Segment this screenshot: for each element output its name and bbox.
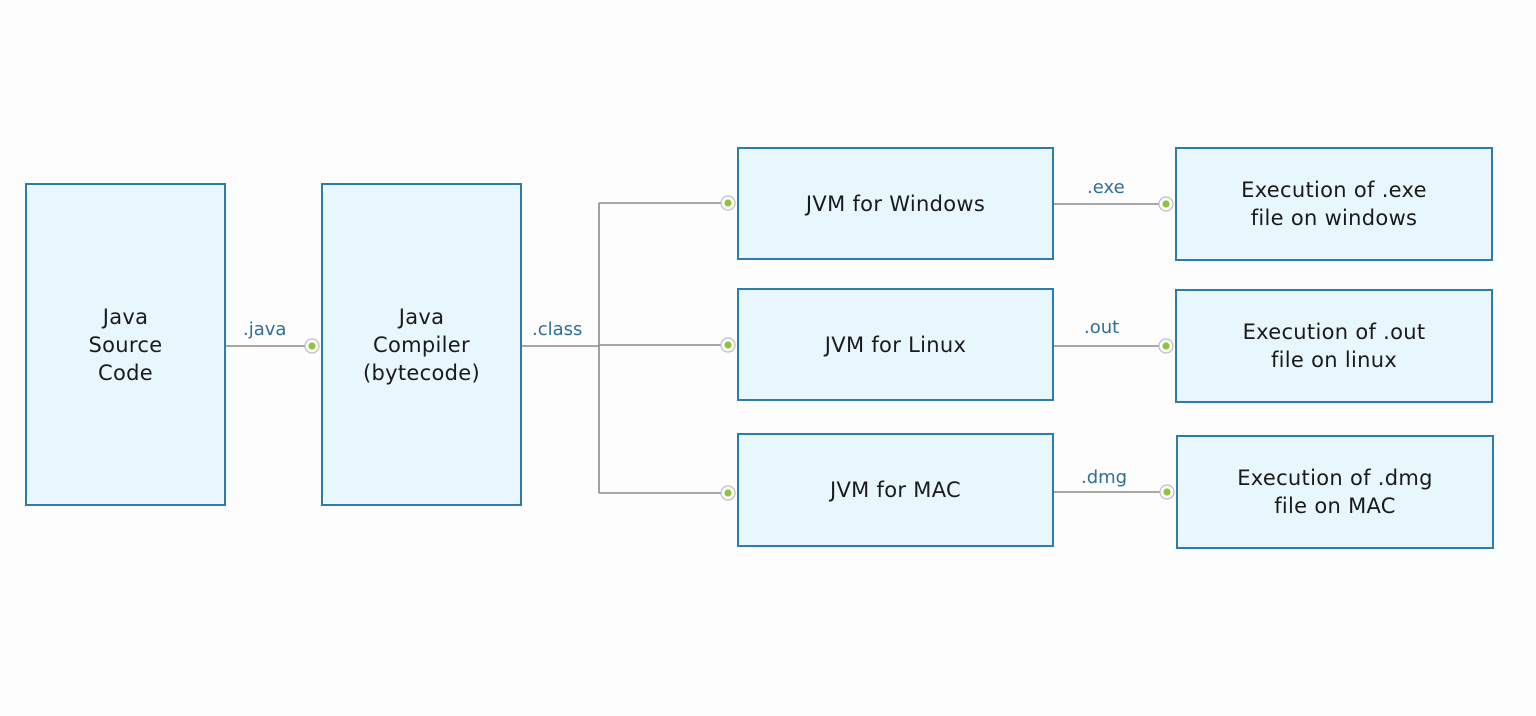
edge-label-exe: .exe: [1087, 177, 1125, 198]
node-exec-linux-label: Execution of .out file on linux: [1242, 320, 1426, 372]
node-jvm-mac: JVM for MAC: [737, 433, 1054, 547]
connector-endpoint-jvm-mac: [720, 485, 736, 501]
edge-label-dmg: .dmg: [1081, 467, 1128, 488]
node-exec-mac-label: Execution of .dmg file on MAC: [1237, 466, 1433, 518]
edge-label-out: .out: [1084, 317, 1120, 338]
connector-endpoint-jvm-windows: [720, 195, 736, 211]
connector-endpoint-exec-mac: [1159, 484, 1175, 500]
node-exec-linux: Execution of .out file on linux: [1175, 289, 1493, 403]
node-java-compiler-label: Java Compiler (bytecode): [363, 304, 480, 385]
node-java-compiler: Java Compiler (bytecode): [321, 183, 522, 506]
edge-label-class: .class: [532, 319, 583, 340]
node-exec-windows: Execution of .exe file on windows: [1175, 147, 1493, 261]
node-jvm-windows: JVM for Windows: [737, 147, 1054, 260]
node-jvm-mac-label: JVM for MAC: [830, 478, 961, 502]
edge-label-java: .java: [243, 319, 287, 340]
connector-endpoint-compiler: [304, 338, 320, 354]
connector-endpoint-exec-windows: [1158, 196, 1174, 212]
node-jvm-linux-label: JVM for Linux: [824, 332, 967, 357]
connector-endpoint-jvm-linux: [720, 337, 736, 353]
node-exec-mac: Execution of .dmg file on MAC: [1176, 435, 1494, 549]
node-jvm-windows-label: JVM for Windows: [805, 191, 986, 216]
node-java-source-code: Java Source Code: [25, 183, 226, 506]
node-java-source-code-label: Java Source Code: [88, 304, 163, 385]
node-jvm-linux: JVM for Linux: [737, 288, 1054, 401]
node-exec-windows-label: Execution of .exe file on windows: [1241, 178, 1427, 230]
connector-endpoint-exec-linux: [1158, 338, 1174, 354]
